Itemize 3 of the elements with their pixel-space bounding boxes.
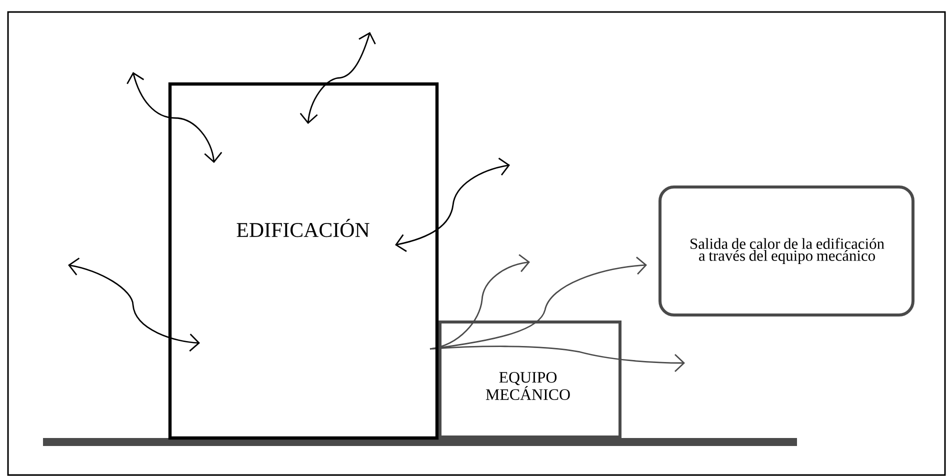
building-box: EDIFICACIÓN (168, 82, 439, 440)
callout-box: Salida de calor de la edificación a través del equipo mecánico (658, 186, 914, 316)
equipment-box: EQUIPO MECÁNICO (438, 320, 622, 438)
